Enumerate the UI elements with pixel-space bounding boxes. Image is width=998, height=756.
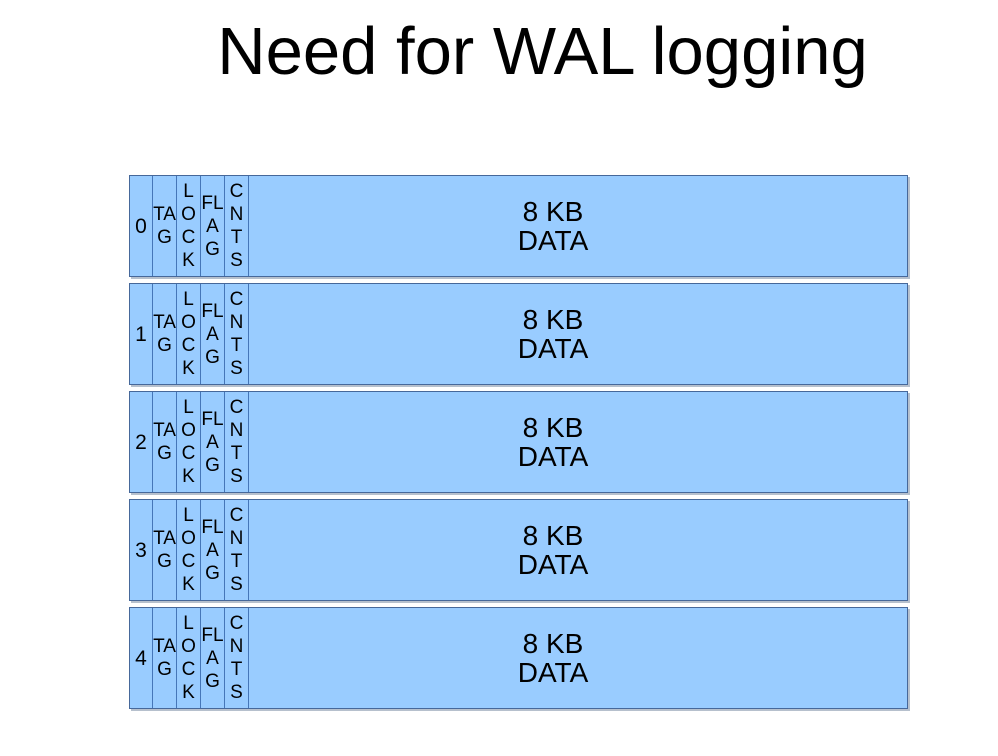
tag-field: TAG	[153, 608, 177, 708]
tag-field: TAG	[153, 176, 177, 276]
data-size-label: 8 KB	[522, 628, 584, 659]
buffer-page-4: 4 TAG LOCK FLAG CNTS 8 KB DATA	[129, 607, 908, 709]
lock-field: LOCK	[177, 284, 201, 384]
flag-field: FLAG	[201, 500, 225, 600]
buffer-page-1: 1 TAG LOCK FLAG CNTS 8 KB DATA	[129, 283, 908, 385]
data-size-label: 8 KB	[522, 520, 584, 551]
cnts-field: CNTS	[225, 392, 249, 492]
slide-title: Need for WAL logging	[217, 14, 868, 89]
page-index: 4	[130, 608, 153, 708]
data-label: DATA	[517, 549, 589, 580]
data-label: DATA	[517, 657, 589, 688]
lock-field: LOCK	[177, 500, 201, 600]
data-size-label: 8 KB	[522, 196, 584, 227]
page-index: 2	[130, 392, 153, 492]
cnts-field: CNTS	[225, 608, 249, 708]
cnts-field: CNTS	[225, 284, 249, 384]
cnts-field: CNTS	[225, 500, 249, 600]
flag-field: FLAG	[201, 392, 225, 492]
lock-field: LOCK	[177, 608, 201, 708]
flag-field: FLAG	[201, 608, 225, 708]
tag-field: TAG	[153, 392, 177, 492]
page-index: 0	[130, 176, 153, 276]
tag-field: TAG	[153, 500, 177, 600]
page-index: 3	[130, 500, 153, 600]
data-label: DATA	[517, 441, 589, 472]
data-size-label: 8 KB	[522, 304, 584, 335]
tag-field: TAG	[153, 284, 177, 384]
data-area: 8 KB DATA	[249, 176, 907, 276]
data-area: 8 KB DATA	[249, 500, 907, 600]
lock-field: LOCK	[177, 392, 201, 492]
data-label: DATA	[517, 333, 589, 364]
lock-field: LOCK	[177, 176, 201, 276]
flag-field: FLAG	[201, 176, 225, 276]
buffer-page-2: 2 TAG LOCK FLAG CNTS 8 KB DATA	[129, 391, 908, 493]
data-area: 8 KB DATA	[249, 284, 907, 384]
data-size-label: 8 KB	[522, 412, 584, 443]
data-area: 8 KB DATA	[249, 608, 907, 708]
page-index: 1	[130, 284, 153, 384]
data-label: DATA	[517, 225, 589, 256]
cnts-field: CNTS	[225, 176, 249, 276]
buffer-page-3: 3 TAG LOCK FLAG CNTS 8 KB DATA	[129, 499, 908, 601]
flag-field: FLAG	[201, 284, 225, 384]
buffer-page-0: 0 TAG LOCK FLAG CNTS 8 KB DATA	[129, 175, 908, 277]
buffer-pages: 0 TAG LOCK FLAG CNTS 8 KB DATA 1 TAG LOC…	[129, 175, 908, 715]
data-area: 8 KB DATA	[249, 392, 907, 492]
